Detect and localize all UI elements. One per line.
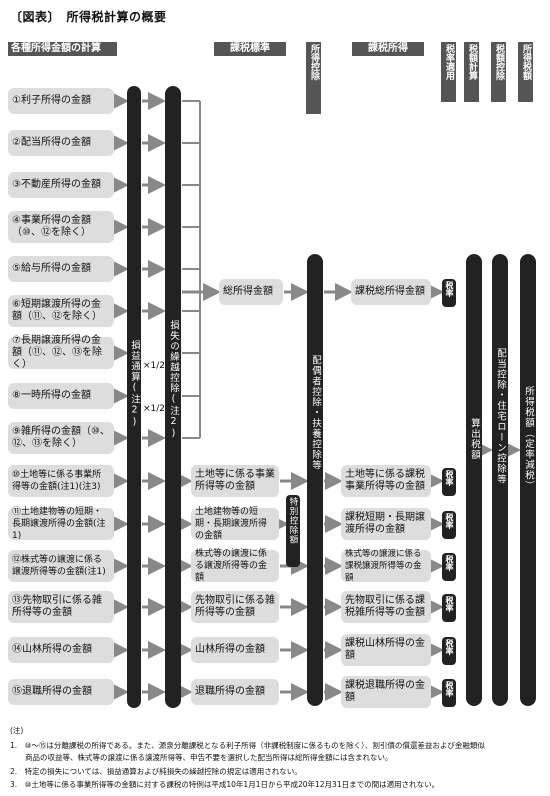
rate-marker-1: 税率 <box>442 279 456 307</box>
section-taxable-income: 課税所得 <box>352 42 424 56</box>
std-forestry-box: 山林所得の金額 <box>191 637 279 663</box>
spouse-deduction-label: 配偶者控除・扶養控除等 <box>310 355 321 471</box>
income-box-stock-transfer: ⑫株式等の譲渡に係る譲渡所得等の金額(注1) <box>8 550 114 582</box>
income-box-interest: ①利子所得の金額 <box>8 88 114 114</box>
income-box-long-transfer: ⑦長期譲渡所得の金額（⑪、⑫、⑬を除く） <box>8 335 114 370</box>
income-box-retirement: ⑮退職所得の金額 <box>8 679 114 705</box>
rate-marker-6: 税率 <box>442 637 456 665</box>
section-tax-rate: 税率適用 <box>441 42 456 102</box>
profit-loss-offset-label: 損益通算(注2) <box>129 340 140 429</box>
income-box-occasional: ⑧一時所得の金額 <box>8 383 114 409</box>
special-deduction-bar <box>286 495 300 567</box>
section-income-calc: 各種所得金額の計算 <box>8 42 117 56</box>
taxable-land-transfer-box: 課税短期・長期譲渡所得の金額 <box>341 508 431 540</box>
income-box-salary: ⑤給与所得の金額 <box>8 256 114 282</box>
taxable-forestry-box: 課税山林所得の金額 <box>341 634 431 666</box>
rate-marker-2: 税率 <box>442 468 456 496</box>
credit-label: 配当控除・住宅ローン控除等 <box>495 348 506 485</box>
section-tax-calc: 税額計算 <box>464 42 479 102</box>
note-2: 2. 特定の損失については、損益通算および純損失の繰越控除の規定は適用されない。 <box>10 767 302 776</box>
income-box-land-transfer: ⑪土地建物等の短期・長期譲渡所得の金額(注1) <box>8 507 114 541</box>
section-income-deduction: 所得控除 <box>306 42 321 114</box>
note-1: 1. ⑩〜⑮は分離課税の所得である。また、源泉分離課税となる利子所得（非課税制度… <box>10 741 485 750</box>
rate-marker-3: 税率 <box>442 511 456 539</box>
std-retirement-box: 退職所得の金額 <box>191 679 279 705</box>
section-tax-credit: 税額控除 <box>491 42 506 102</box>
income-box-dividend: ②配当所得の金額 <box>8 130 114 156</box>
income-box-business: ④事業所得の金額（⑩、⑫を除く） <box>8 211 114 243</box>
credit-bar <box>492 254 508 706</box>
taxable-total-box: 課税総所得金額 <box>351 279 431 305</box>
loss-carryforward-bar <box>165 86 181 708</box>
taxable-stock-transfer-box: 株式等の譲渡に係る課税譲渡所得等の金額 <box>341 549 431 583</box>
income-box-forestry: ⑭山林所得の金額 <box>8 637 114 663</box>
profit-loss-offset-bar <box>127 86 141 708</box>
income-box-futures: ⑬先物取引に係る雑所得等の金額 <box>8 591 114 623</box>
section-tax-standard: 課税標準 <box>214 42 286 56</box>
spouse-deduction-bar <box>307 254 323 706</box>
special-deduction-label: 特別控除額 <box>288 497 298 545</box>
loss-carryforward-label: 損失の繰越控除(注2) <box>168 320 179 440</box>
note-3: 3. ⑩土地等に係る事業所得等の金額に対する課税の特例は平成10年1月1日から平… <box>10 780 440 789</box>
total-income-box: 総所得金額 <box>219 279 283 305</box>
std-land-business-box: 土地等に係る事業所得等の金額 <box>191 465 279 497</box>
calc-tax-label: 算出税額 <box>469 418 480 460</box>
std-stock-transfer-box: 株式等の譲渡に係る譲渡所得等の金額 <box>191 549 279 583</box>
notes-head: (注) <box>10 726 24 735</box>
income-box-short-transfer: ⑥短期譲渡所得の金額（⑪、⑫を除く） <box>8 295 114 327</box>
income-box-land-business: ⑩土地等に係る事業所得等の金額(注1)(注3) <box>8 465 114 497</box>
note-1b: 商品の収益等、株式等の譲渡に係る譲渡所得等、申告不要を選択した配当所得は総所得金… <box>10 753 393 762</box>
calc-tax-bar <box>466 254 482 706</box>
rate-marker-4: 税率 <box>442 553 456 581</box>
rate-marker-7: 税率 <box>442 679 456 707</box>
final-tax-label: 所得税額（定率減税） <box>523 386 534 491</box>
std-futures-box: 先物取引に係る雑所得等の金額 <box>191 591 279 623</box>
taxable-retirement-box: 課税退職所得の金額 <box>341 676 431 708</box>
page-title: 〔図表〕 所得税計算の概要 <box>10 10 167 24</box>
std-land-transfer-box: 土地建物等の短期・長期譲渡所得の金額 <box>191 507 279 541</box>
final-tax-bar <box>520 254 536 706</box>
income-box-misc: ⑨雑所得の金額（⑩、⑫、⑬を除く） <box>8 422 114 454</box>
taxable-land-business-box: 土地等に係る課税事業所得等の金額 <box>341 465 431 497</box>
half-label-long: ×1/2 <box>143 361 166 371</box>
income-box-real-estate: ③不動産所得の金額 <box>8 172 114 198</box>
taxable-futures-box: 先物取引に係る課税雑所得等の金額 <box>341 591 431 623</box>
rate-marker-5: 税率 <box>442 594 456 622</box>
half-label-occasional: ×1/2 <box>143 404 166 414</box>
section-income-tax: 所得税額 <box>518 42 533 102</box>
